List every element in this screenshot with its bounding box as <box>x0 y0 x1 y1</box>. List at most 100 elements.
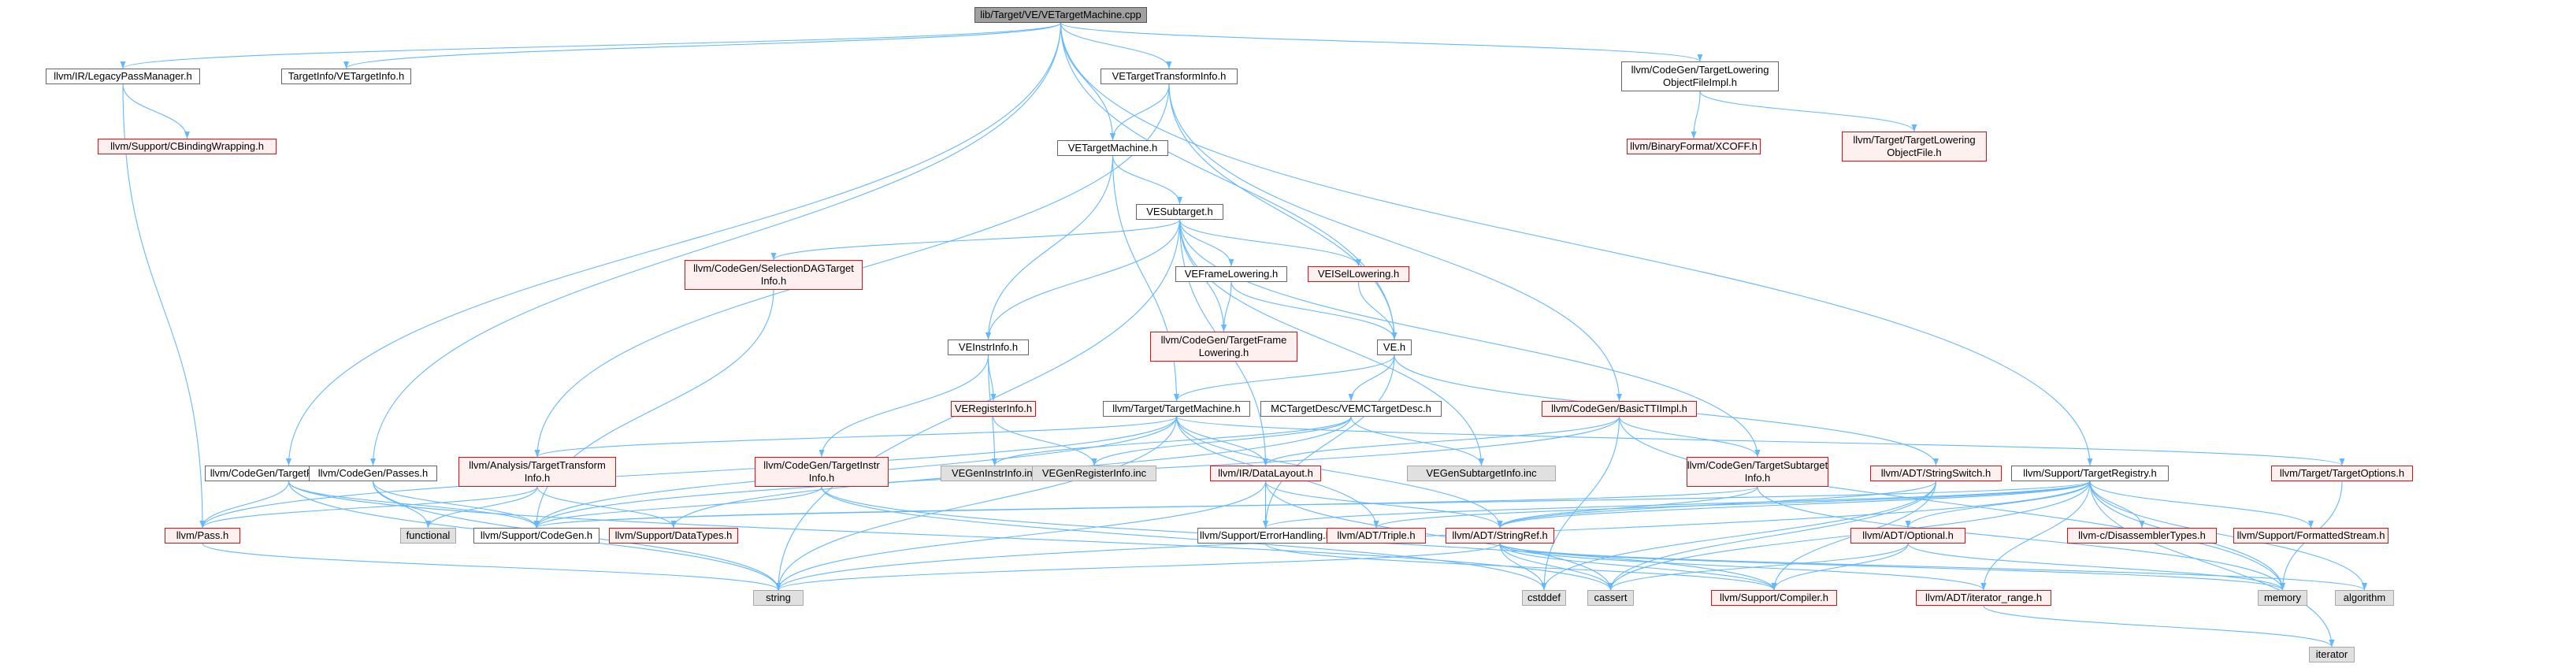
graph-node-tfl[interactable]: llvm/CodeGen/TargetFrame Lowering.h <box>1150 332 1297 362</box>
graph-node-codegen[interactable]: llvm/Support/CodeGen.h <box>473 528 599 544</box>
edge-sref-to-string <box>775 543 1501 591</box>
graph-node-gri[interactable]: VEGenRegisterInfo.inc <box>1032 466 1156 481</box>
graph-node-topts[interactable]: llvm/Target/TargetOptions.h <box>2271 466 2413 481</box>
graph-node-veisel[interactable]: VEISelLowering.h <box>1308 266 1409 282</box>
edge-tmach-to-sref <box>1175 416 1503 529</box>
graph-node-basictti[interactable]: llvm/CodeGen/BasicTTIImpl.h <box>1542 401 1697 417</box>
graph-node-dtypes[interactable]: llvm/Support/DataTypes.h <box>609 528 738 544</box>
graph-node-tmach[interactable]: llvm/Target/TargetMachine.h <box>1103 401 1250 417</box>
graph-node-vetm[interactable]: VETargetMachine.h <box>1057 140 1168 156</box>
edge-root-to-tinfo <box>343 22 1062 69</box>
edge-vetti-to-basictti <box>1168 84 1622 402</box>
graph-node-string[interactable]: string <box>753 590 804 606</box>
edge-vetm-to-veinstr <box>985 155 1114 340</box>
graph-node-veframe[interactable]: VEFrameLowering.h <box>1175 266 1287 282</box>
edge-tmach-to-topts <box>1175 416 2345 466</box>
edge-optional-to-compiler <box>1771 543 1909 591</box>
edge-passes-to-codegen <box>372 481 540 529</box>
edge-veh-to-tmach <box>1174 354 1395 402</box>
edge-root-to-treg <box>1060 22 2093 466</box>
edge-root-to-vetti <box>1060 22 1172 69</box>
graph-node-gii[interactable]: VEGenInstrInfo.inc <box>941 466 1049 481</box>
edge-atti-to-dtypes <box>536 486 677 529</box>
graph-node-algorithm[interactable]: algorithm <box>2335 590 2394 606</box>
edge-treg-to-iterrange <box>1980 481 2091 591</box>
edge-sswitch-to-cassert <box>1608 481 1937 591</box>
edge-sref-to-cassert <box>1499 543 1613 591</box>
graph-node-mcdesc[interactable]: MCTargetDesc/VEMCTargetDesc.h <box>1260 401 1442 417</box>
graph-node-optional[interactable]: llvm/ADT/Optional.h <box>1850 528 1965 544</box>
edge-sswitch-to-sref <box>1497 481 1937 529</box>
edge-vetti-to-vetm <box>1110 84 1170 141</box>
graph-node-legacy[interactable]: llvm/IR/LegacyPassManager.h <box>46 69 200 84</box>
edge-passes-to-functional <box>372 481 431 529</box>
edge-sswitch-to-cstddef <box>1541 481 1937 591</box>
edge-dl-to-string <box>775 481 1267 591</box>
edge-optional-to-memory <box>1907 543 2285 591</box>
graph-node-iterator[interactable]: iterator <box>2309 647 2355 662</box>
edge-tmach-to-atti <box>534 416 1178 458</box>
graph-node-errh[interactable]: llvm/Support/ErrorHandling.h <box>1197 528 1334 544</box>
graph-node-vereg[interactable]: VERegisterInfo.h <box>951 401 1036 417</box>
edge-veh-to-errh <box>1263 354 1395 529</box>
edge-vetm-to-vesub <box>1112 155 1182 205</box>
edge-basictti-to-cstddef <box>1541 416 1620 591</box>
graph-node-tii[interactable]: llvm/CodeGen/TargetInstr Info.h <box>755 457 889 487</box>
graph-node-tsi[interactable]: llvm/CodeGen/TargetSubtarget Info.h <box>1687 457 1828 487</box>
graph-node-vetti[interactable]: VETargetTransformInfo.h <box>1101 69 1238 84</box>
edge-errh-to-compiler <box>1264 543 1777 591</box>
graph-node-sref[interactable]: llvm/ADT/StringRef.h <box>1446 528 1554 544</box>
edge-treg-to-string <box>775 481 2091 591</box>
edge-sref-to-algorithm <box>1499 543 2367 591</box>
graph-node-veh[interactable]: VE.h <box>1377 340 1412 355</box>
graph-node-atti[interactable]: llvm/Analysis/TargetTransform Info.h <box>458 457 616 487</box>
graph-node-iterrange[interactable]: llvm/ADT/iterator_range.h <box>1916 590 2051 606</box>
edge-iterrange-to-iterator <box>1983 605 2335 648</box>
graph-node-triple[interactable]: llvm/ADT/Triple.h <box>1327 528 1426 544</box>
graph-node-pass[interactable]: llvm/Pass.h <box>165 528 240 544</box>
edge-treg-to-algorithm <box>2089 481 2367 591</box>
edge-root-to-tpc <box>286 22 1062 466</box>
graph-node-vesub[interactable]: VESubtarget.h <box>1136 204 1223 220</box>
edge-root-to-legacy <box>120 22 1062 69</box>
edge-treg-to-cassert <box>1608 481 2091 591</box>
edge-optional-to-cassert <box>1608 543 1909 591</box>
graph-node-sswitch[interactable]: llvm/ADT/StringSwitch.h <box>1870 466 2002 481</box>
graph-node-treg[interactable]: llvm/Support/TargetRegistry.h <box>2011 466 2169 481</box>
graph-node-seldag[interactable]: llvm/CodeGen/SelectionDAGTarget Info.h <box>685 260 863 290</box>
graph-node-veinstr[interactable]: VEInstrInfo.h <box>948 340 1029 355</box>
edge-treg-to-errh <box>1263 481 2091 529</box>
edge-tlofimpl-to-xcoff <box>1691 91 1701 139</box>
edge-sref-to-memory <box>1499 543 2285 591</box>
edge-basictti-to-tsi <box>1618 416 1761 458</box>
graph-node-tlof[interactable]: llvm/Target/TargetLowering ObjectFile.h <box>1842 132 1987 161</box>
graph-node-disasm[interactable]: llvm-c/DisassemblerTypes.h <box>2067 528 2217 544</box>
edge-tpc-to-pass <box>199 481 290 529</box>
graph-node-root[interactable]: lib/Target/VE/VETargetMachine.cpp <box>974 7 1147 23</box>
graph-node-cassert[interactable]: cassert <box>1587 590 1634 606</box>
edge-mcdesc-to-gsi <box>1350 416 1484 466</box>
graph-node-cstddef[interactable]: cstddef <box>1522 590 1566 606</box>
edge-vesub-to-veisel <box>1179 219 1361 267</box>
graph-node-fstream[interactable]: llvm/Support/FormattedStream.h <box>2233 528 2389 544</box>
graph-node-gsi[interactable]: VEGenSubtargetInfo.inc <box>1407 466 1556 481</box>
edge-root-to-passes <box>370 22 1062 466</box>
edge-tmach-to-string <box>775 416 1178 591</box>
edge-tii-to-codegen <box>533 486 822 529</box>
graph-node-passes[interactable]: llvm/CodeGen/Passes.h <box>309 466 437 481</box>
edge-basictti-to-dl <box>1263 416 1620 466</box>
graph-node-functional[interactable]: functional <box>400 528 456 544</box>
graph-node-tinfo[interactable]: TargetInfo/VETargetInfo.h <box>281 69 411 84</box>
graph-node-memory[interactable]: memory <box>2258 590 2307 606</box>
graph-node-dl[interactable]: llvm/IR/DataLayout.h <box>1210 466 1321 481</box>
graph-node-compiler[interactable]: llvm/Support/Compiler.h <box>1711 590 1837 606</box>
graph-node-xcoff[interactable]: llvm/BinaryFormat/XCOFF.h <box>1627 139 1761 154</box>
graph-node-tlofimpl[interactable]: llvm/CodeGen/TargetLowering ObjectFileIm… <box>1621 61 1779 91</box>
graph-node-cbind[interactable]: llvm/Support/CBindingWrapping.h <box>98 139 277 154</box>
edge-tpc-to-cassert <box>288 481 1613 591</box>
edge-pass-to-string <box>202 543 781 591</box>
edge-vesub-to-veframe <box>1179 219 1234 267</box>
edge-tii-to-cstddef <box>821 486 1547 591</box>
edge-vesub-to-seldag <box>770 219 1181 261</box>
